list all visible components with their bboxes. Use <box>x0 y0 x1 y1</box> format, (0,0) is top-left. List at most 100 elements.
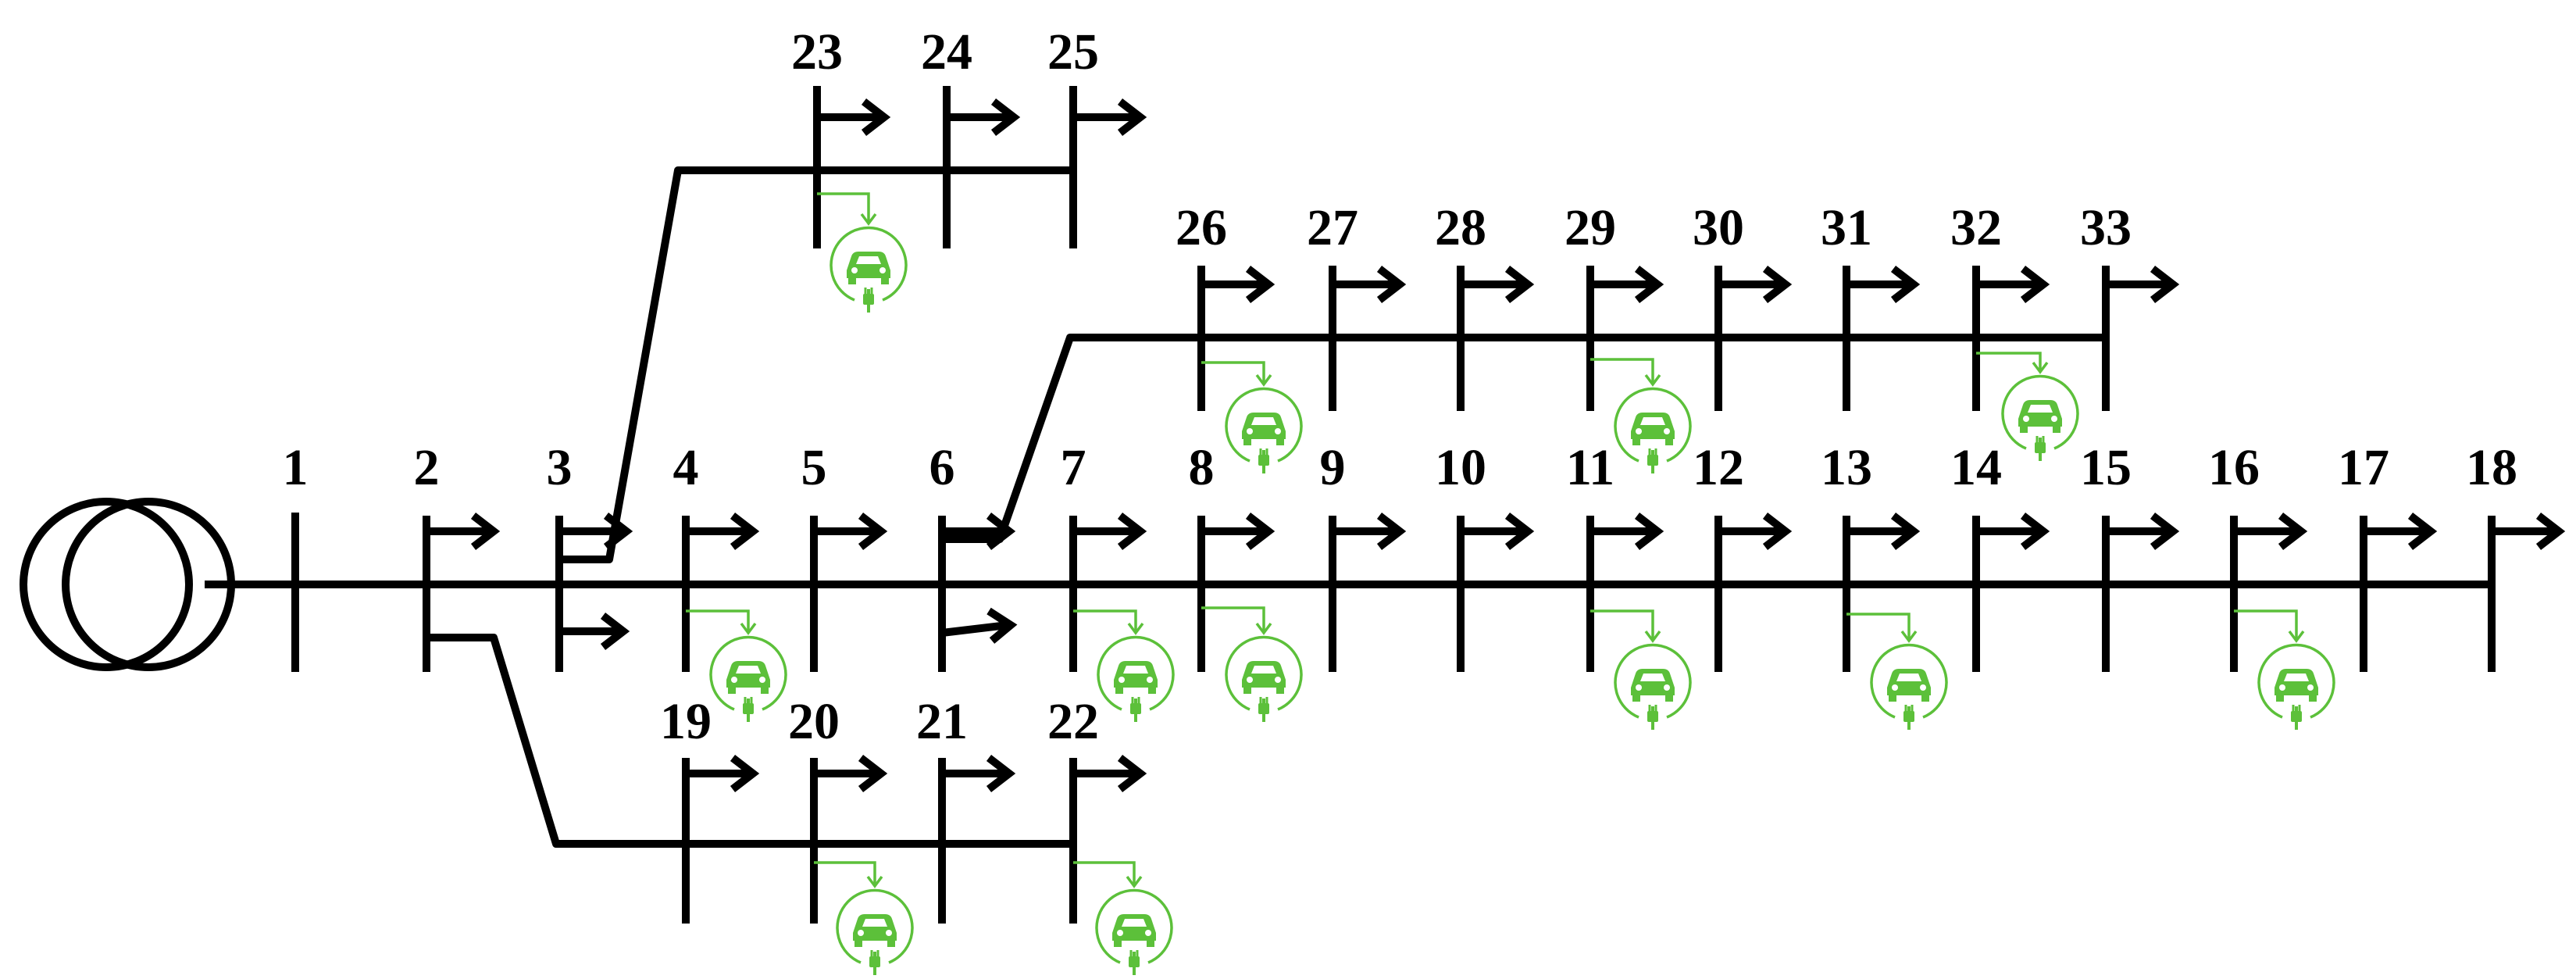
ev-car-headlight <box>1247 677 1253 683</box>
ev-car-body <box>847 252 890 278</box>
bus-label-20: 20 <box>788 693 840 750</box>
ev-plug-body <box>1647 455 1658 466</box>
transformer-icon <box>20 498 235 671</box>
ev-plug-body <box>2035 442 2046 453</box>
bus-label-21: 21 <box>916 693 968 750</box>
load-arrow-3 <box>559 513 633 550</box>
load-arrow-19 <box>686 755 760 792</box>
load-arrow-10 <box>1461 513 1535 550</box>
bus-label-6: 6 <box>929 439 955 496</box>
ev-car-wheel <box>1115 688 1123 694</box>
ev-car-headlight <box>1664 684 1670 691</box>
ev-car-headlight <box>1275 428 1281 434</box>
ev-connector-arrow <box>2288 630 2305 643</box>
load-arrow-head <box>1117 98 1147 136</box>
load-arrow-20 <box>814 755 888 792</box>
load-arrow-17 <box>2364 513 2438 550</box>
load-arrow-2 <box>426 513 501 550</box>
ev-car-headlight <box>1920 684 1926 691</box>
load-arrow-30 <box>1718 266 1793 303</box>
ev-connector-arrow <box>1255 373 1272 387</box>
load-arrow-head <box>858 755 888 792</box>
transformer-winding-right <box>62 498 235 671</box>
ev-car-wheel <box>1243 688 1251 694</box>
bus-label-13: 13 <box>1821 439 1872 496</box>
load-arrow-head <box>2535 513 2566 550</box>
bus-label-4: 4 <box>673 439 699 496</box>
bus-label-22: 22 <box>1047 693 1099 750</box>
ev-car-body <box>1114 661 1158 688</box>
ev-charger-20 <box>814 861 914 975</box>
load-arrow-12 <box>1718 513 1793 550</box>
ev-car-headlight <box>1636 684 1642 691</box>
load-arrow-25 <box>1073 98 1147 136</box>
load-arrow-head <box>986 513 1016 550</box>
bus-label-17: 17 <box>2338 439 2389 496</box>
ev-car-headlight <box>858 930 864 936</box>
ev-car-headlight <box>851 267 858 273</box>
ev-connector-arrow <box>1126 875 1143 888</box>
load-arrow-head <box>1762 513 1793 550</box>
ev-car-body <box>1242 661 1286 688</box>
ev-car-wheel <box>1632 439 1640 445</box>
ev-charger-4 <box>686 609 787 722</box>
bus-label-32: 32 <box>1950 199 2002 256</box>
ev-connector <box>2234 609 2298 639</box>
ev-car-wheel <box>1665 695 1673 702</box>
bus-label-26: 26 <box>1176 199 1227 256</box>
ev-charger-icon <box>1614 387 1692 473</box>
ev-ring <box>1870 643 1948 719</box>
load-arrow-29 <box>1590 266 1664 303</box>
load-arrow-head <box>1245 513 1276 550</box>
ev-car-body <box>853 914 897 941</box>
ev-charger-23 <box>817 192 908 313</box>
bus-label-27: 27 <box>1307 199 1358 256</box>
bus-label-9: 9 <box>1320 439 1346 496</box>
bus-label-16: 16 <box>2208 439 2260 496</box>
ev-car-body <box>726 661 770 688</box>
load-arrow-9 <box>1333 513 1407 550</box>
bus-label-31: 31 <box>1821 199 1872 256</box>
ev-charger-icon <box>1225 635 1303 722</box>
ev-car-window <box>2028 405 2053 413</box>
ev-connector-arrow <box>1255 622 1272 635</box>
ev-plug-body <box>1647 711 1658 722</box>
ev-connector <box>1846 613 1911 639</box>
ev-charger-32 <box>1976 352 2079 461</box>
ev-car-headlight <box>1247 428 1253 434</box>
ev-ring <box>1097 635 1175 711</box>
ev-car-window <box>1123 666 1148 674</box>
load-arrow-head <box>1117 513 1147 550</box>
ev-charger-22 <box>1073 861 1173 975</box>
ev-charger-8 <box>1201 606 1303 722</box>
ev-car-headlight <box>1145 930 1151 936</box>
lateral-26-33-line <box>942 334 2106 543</box>
ev-chargers <box>686 192 2335 975</box>
load-arrow-21 <box>942 755 1016 792</box>
load-arrow-head <box>730 755 760 792</box>
bus-label-33: 33 <box>2080 199 2132 256</box>
load-arrow-7 <box>1073 513 1147 550</box>
ev-car-body <box>1242 413 1286 439</box>
ev-car-wheel <box>2020 427 2028 433</box>
bus-label-14: 14 <box>1950 439 2002 496</box>
ev-car-headlight <box>879 267 886 273</box>
ev-car-body <box>2018 400 2062 427</box>
ev-car-window <box>1640 417 1665 425</box>
ev-connector-arrow <box>860 213 877 226</box>
bus-label-15: 15 <box>2080 439 2132 496</box>
ev-connector <box>814 861 876 884</box>
ev-car-wheel <box>1276 439 1284 445</box>
ev-connector <box>1073 861 1136 884</box>
load-arrow-head <box>861 98 891 136</box>
bus-label-18: 18 <box>2466 439 2517 496</box>
ev-car-body <box>1631 413 1675 439</box>
bus-label-30: 30 <box>1693 199 1744 256</box>
ev-connector <box>1590 358 1654 383</box>
ev-car-wheel <box>761 688 769 694</box>
ev-connector-arrow <box>1127 622 1144 635</box>
ev-ring <box>1225 387 1303 463</box>
ev-car-headlight <box>2279 684 2285 691</box>
